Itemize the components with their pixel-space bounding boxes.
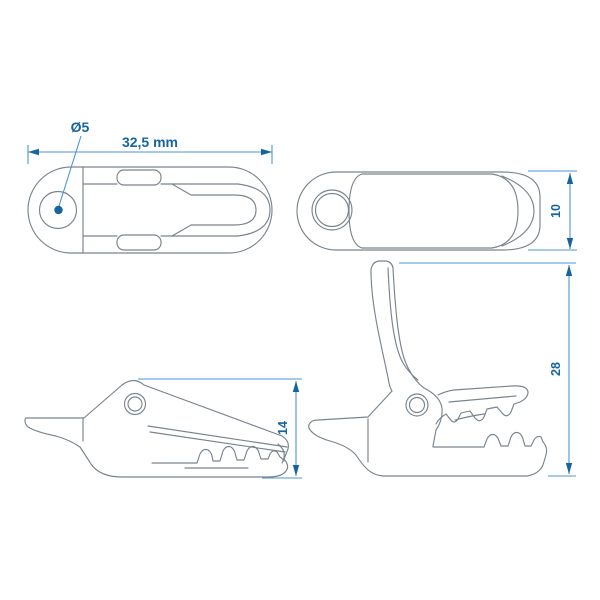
eyelet-hole — [38, 190, 78, 230]
pivot-hole-inner — [127, 396, 143, 412]
leader-line — [58, 135, 82, 207]
upper-jaw-mouth-line — [454, 413, 485, 421]
view-bottom — [296, 171, 541, 251]
height-closed-label: 14 — [276, 421, 290, 435]
open-lever-and-tail — [308, 260, 443, 447]
top-view-outline — [27, 166, 273, 254]
side-closed-outline — [24, 379, 289, 478]
view-top — [27, 166, 273, 254]
jaw-teeth — [151, 445, 285, 464]
dimension-width: 32,5 mm — [27, 134, 273, 164]
lever-inner-line — [387, 267, 419, 381]
thickness-label: 10 — [549, 204, 563, 218]
upper-jaw-outline — [435, 385, 529, 425]
arrow-top — [566, 173, 574, 184]
arrow-right — [261, 148, 272, 156]
dimension-thickness: 10 — [528, 170, 577, 251]
lever-nose — [237, 183, 271, 237]
arrow-left — [28, 148, 39, 156]
nose-arc — [501, 175, 535, 247]
hole-label: Ø5 — [71, 119, 90, 135]
arrow-top — [565, 265, 573, 276]
hinge-tab-top — [116, 169, 162, 186]
bottom-view-outline — [296, 171, 541, 251]
body-top-line — [82, 183, 173, 237]
pivot-hole-outer — [405, 393, 429, 417]
dimension-height-open: 28 — [399, 262, 576, 477]
body-panel — [348, 173, 519, 249]
lever-tip-arc — [277, 443, 285, 464]
leader-dot — [54, 205, 63, 215]
arrow-bottom — [565, 463, 573, 474]
eyelet-hole-outer — [311, 189, 353, 231]
pivot-hole-inner — [408, 396, 426, 414]
lever-underside — [147, 425, 288, 453]
arrow-bottom — [292, 465, 300, 476]
open-bottom-jaw-outline — [310, 430, 548, 477]
view-side-closed — [24, 379, 289, 478]
hinge-tab-bottom — [116, 234, 162, 251]
view-side-open — [308, 260, 548, 477]
pivot-hole-outer — [123, 392, 147, 416]
upper-jaw-inner-line — [448, 395, 517, 403]
dimension-hole: Ø5 — [54, 119, 90, 215]
lever-edge-top — [171, 183, 239, 237]
arrow-bottom — [566, 238, 574, 249]
eyelet-hole-inner — [314, 192, 350, 228]
height-open-label: 28 — [549, 362, 563, 376]
width-label: 32,5 mm — [122, 134, 178, 150]
bottom-jaw-teeth — [432, 431, 544, 448]
dimension-height-closed: 14 — [138, 378, 302, 479]
arrow-top — [292, 381, 300, 392]
lever-handle — [171, 183, 257, 237]
